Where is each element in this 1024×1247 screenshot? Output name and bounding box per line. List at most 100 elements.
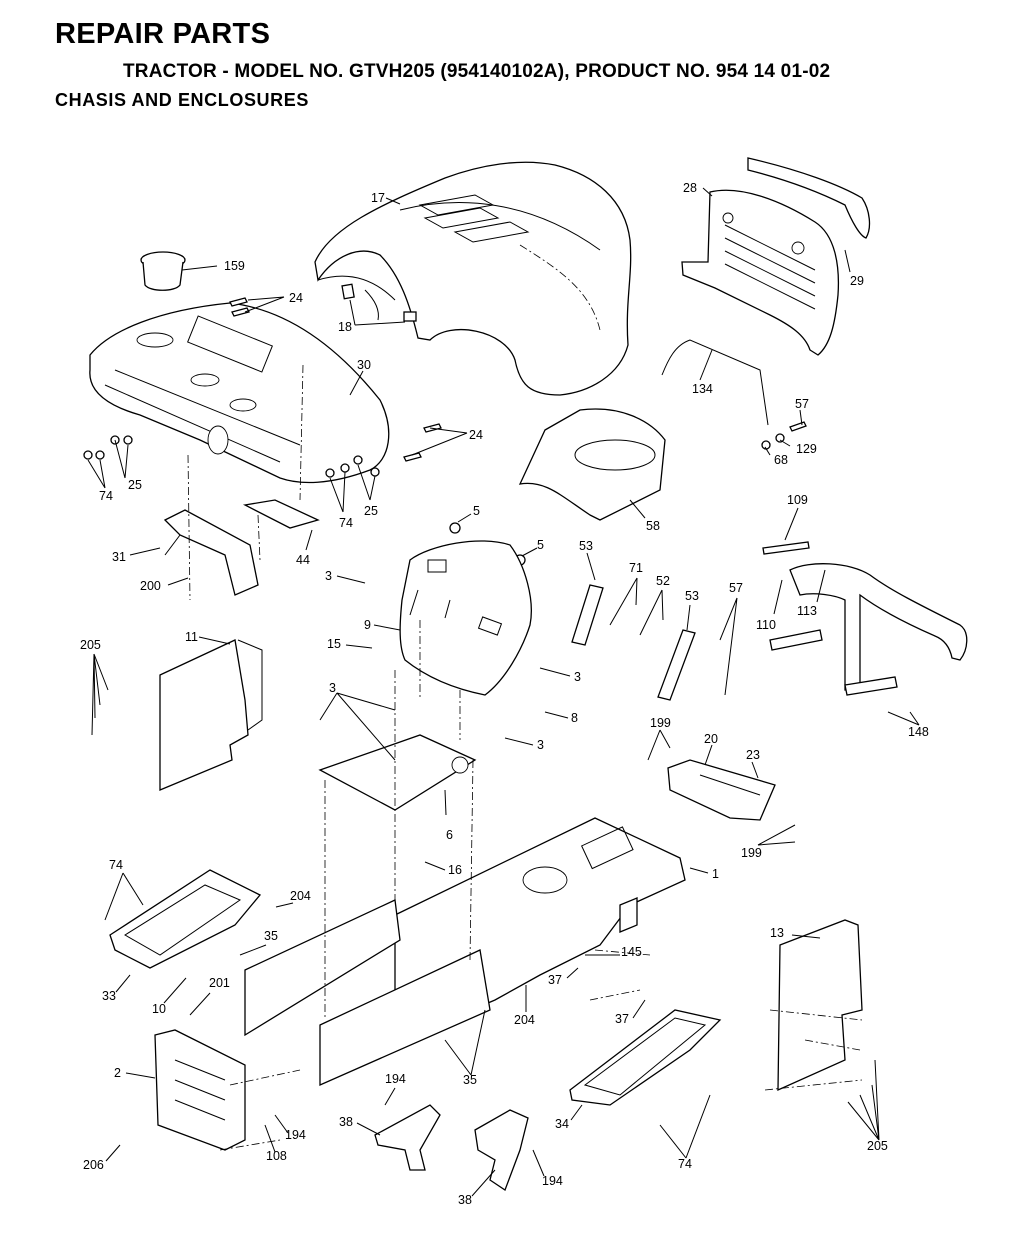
panel-2-part bbox=[154, 1029, 246, 1151]
callout-57a: 57 bbox=[795, 397, 809, 411]
callout-11: 11 bbox=[185, 630, 198, 644]
callout-25b: 25 bbox=[364, 504, 378, 518]
callout-159: 159 bbox=[224, 259, 245, 273]
callout-13: 13 bbox=[770, 926, 784, 940]
callout-3b: 3 bbox=[329, 681, 336, 695]
callout-16: 16 bbox=[448, 863, 462, 877]
callout-206: 206 bbox=[83, 1158, 104, 1172]
cup-holder-part bbox=[140, 251, 186, 291]
bar-109-part bbox=[762, 541, 810, 555]
support-part bbox=[518, 408, 666, 521]
callout-148: 148 bbox=[908, 725, 929, 739]
callout-194a: 194 bbox=[385, 1072, 406, 1086]
callout-204a: 204 bbox=[290, 889, 311, 903]
callout-199b: 199 bbox=[741, 846, 762, 860]
bracket-38b-part bbox=[474, 1109, 529, 1191]
callout-38a: 38 bbox=[339, 1115, 353, 1129]
callout-205a: 205 bbox=[80, 638, 101, 652]
plate-6-part bbox=[318, 734, 477, 811]
callout-1: 1 bbox=[712, 867, 719, 881]
construction-lines bbox=[187, 364, 863, 1151]
callout-20: 20 bbox=[704, 732, 718, 746]
callout-35a: 35 bbox=[264, 929, 278, 943]
callout-3c: 3 bbox=[574, 670, 581, 684]
dash-tower-part bbox=[399, 540, 532, 696]
callout-34: 34 bbox=[555, 1117, 569, 1131]
callout-110: 110 bbox=[756, 618, 776, 632]
callout-74d: 74 bbox=[678, 1157, 692, 1171]
tow-bar-part bbox=[769, 563, 968, 696]
callout-24a: 24 bbox=[289, 291, 303, 305]
callout-33: 33 bbox=[102, 989, 116, 1003]
callout-9: 9 bbox=[364, 618, 371, 632]
callout-31: 31 bbox=[112, 550, 126, 564]
callout-37a: 37 bbox=[548, 973, 562, 987]
callout-134: 134 bbox=[692, 382, 713, 396]
callout-38b: 38 bbox=[458, 1193, 472, 1207]
bracket-20-part bbox=[667, 759, 776, 821]
callout-44: 44 bbox=[296, 553, 310, 567]
callout-29: 29 bbox=[850, 274, 864, 288]
callout-74a: 74 bbox=[99, 489, 113, 503]
main-frame-part bbox=[244, 817, 686, 1086]
callout-52: 52 bbox=[656, 574, 670, 588]
side-panel-13-part bbox=[777, 919, 863, 1092]
callout-3d: 3 bbox=[537, 738, 544, 752]
callout-35b: 35 bbox=[463, 1073, 477, 1087]
callout-25a: 25 bbox=[128, 478, 142, 492]
callout-129: 129 bbox=[796, 442, 817, 456]
callout-201: 201 bbox=[209, 976, 230, 990]
callout-53b: 53 bbox=[685, 589, 699, 603]
footrest-34-part bbox=[569, 1009, 722, 1106]
bracket-53a-part bbox=[571, 584, 604, 646]
callout-8: 8 bbox=[571, 711, 578, 725]
footrest-33-part bbox=[109, 869, 262, 969]
callout-145: 145 bbox=[621, 945, 642, 959]
page-subtitle: TRACTOR - MODEL NO. GTVH205 (954140102A)… bbox=[123, 61, 831, 82]
callout-113: 113 bbox=[797, 604, 817, 618]
callout-71: 71 bbox=[629, 561, 643, 575]
callout-74c: 74 bbox=[109, 858, 123, 872]
bracket-53b-part bbox=[657, 629, 696, 701]
bracket-38a-part bbox=[374, 1104, 441, 1171]
callout-15: 15 bbox=[327, 637, 341, 651]
plate-44-part bbox=[242, 499, 320, 529]
callout-74b: 74 bbox=[339, 516, 353, 530]
dash-panel-part bbox=[89, 302, 390, 484]
callout-5a: 5 bbox=[473, 504, 480, 518]
page-title: REPAIR PARTS bbox=[55, 18, 271, 50]
callout-109: 109 bbox=[787, 493, 808, 507]
callout-37b: 37 bbox=[615, 1012, 629, 1026]
callout-194c: 194 bbox=[542, 1174, 563, 1188]
leader-lines bbox=[87, 187, 920, 1197]
callout-194b: 194 bbox=[285, 1128, 306, 1142]
callout-108: 108 bbox=[266, 1149, 287, 1163]
bumper-part bbox=[747, 157, 871, 239]
rod-part bbox=[661, 339, 769, 426]
side-panel-11-part bbox=[159, 639, 263, 791]
callout-28: 28 bbox=[683, 181, 697, 195]
callout-5b: 5 bbox=[537, 538, 544, 552]
callout-18: 18 bbox=[338, 320, 352, 334]
callout-6: 6 bbox=[446, 828, 453, 842]
callout-3a: 3 bbox=[325, 569, 332, 583]
callout-2: 2 bbox=[114, 1066, 121, 1080]
callout-30: 30 bbox=[357, 358, 371, 372]
callout-199a: 199 bbox=[650, 716, 671, 730]
callout-24b: 24 bbox=[469, 428, 483, 442]
grille-part bbox=[681, 189, 840, 356]
callout-200: 200 bbox=[140, 579, 161, 593]
hood-part bbox=[314, 161, 632, 396]
callout-57b: 57 bbox=[729, 581, 743, 595]
callout-10: 10 bbox=[152, 1002, 166, 1016]
callout-53a: 53 bbox=[579, 539, 593, 553]
callout-17: 17 bbox=[371, 191, 385, 205]
callout-58: 58 bbox=[646, 519, 660, 533]
callout-labels: 17 28 29 159 24 18 30 134 57 129 68 24 2… bbox=[80, 181, 929, 1207]
bracket-part bbox=[163, 509, 259, 596]
callout-23: 23 bbox=[746, 748, 760, 762]
callout-204b: 204 bbox=[514, 1013, 535, 1027]
callout-68: 68 bbox=[774, 453, 788, 467]
callout-205b: 205 bbox=[867, 1139, 888, 1153]
